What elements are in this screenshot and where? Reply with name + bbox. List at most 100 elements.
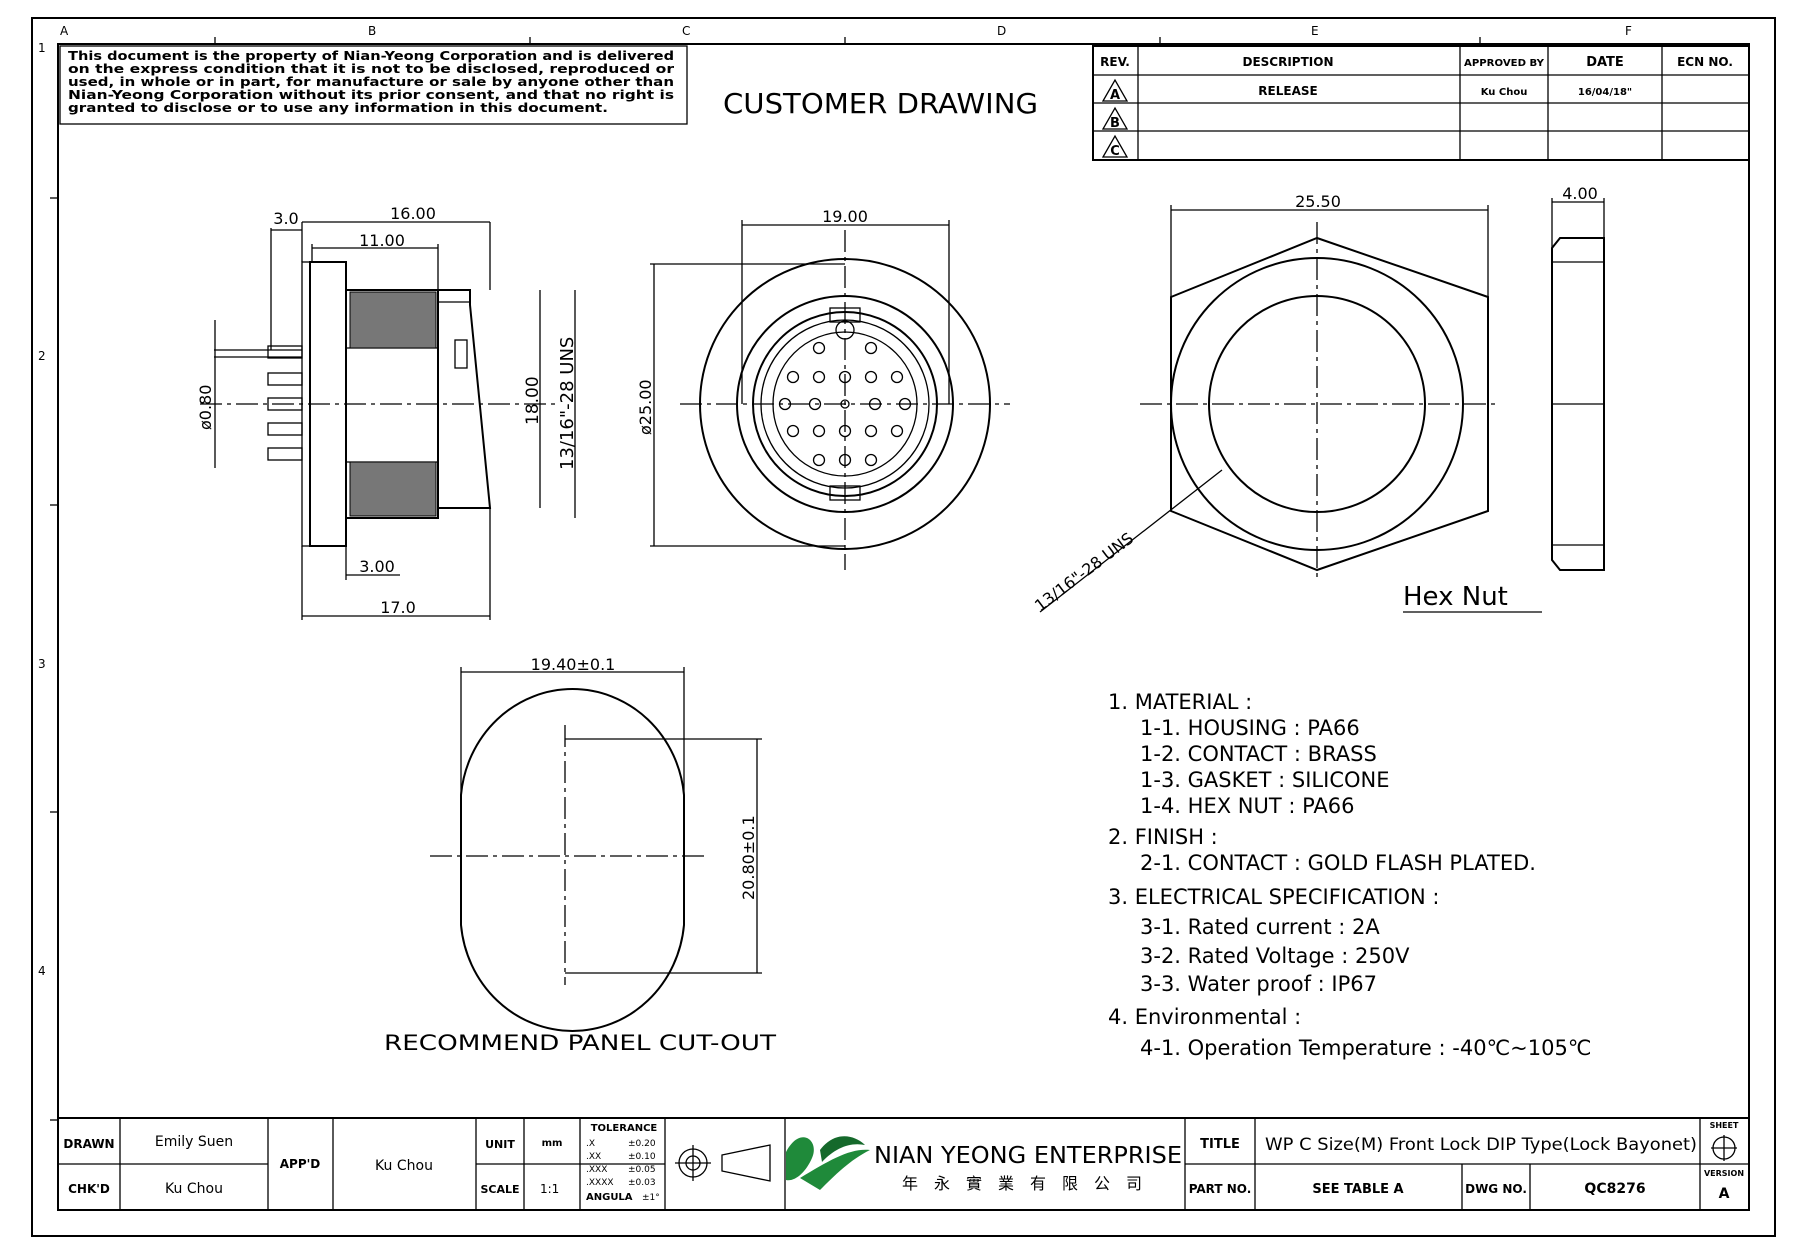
- date-header: DATE: [1586, 55, 1624, 70]
- notice-line-5: granted to disclose or to use any inform…: [68, 101, 608, 115]
- dim-0-80: ø0.80: [196, 385, 215, 430]
- tol-v-2: ±0.05: [628, 1165, 656, 1175]
- note-item: 4-1. Operation Temperature : -40℃~105℃: [1140, 1036, 1591, 1060]
- tol-k-0: .X: [586, 1139, 595, 1149]
- version-label: VERSION: [1704, 1169, 1744, 1178]
- drawn-label: DRAWN: [63, 1137, 114, 1151]
- dim-3-00: 3.00: [359, 557, 395, 576]
- notice-line-4: Nian-Yeong Corporation without its prior…: [68, 88, 674, 102]
- tolerance-title: TOLERANCE: [591, 1123, 658, 1134]
- front-view: 19.00 ø25.00: [636, 207, 1010, 570]
- dim-11-00: 11.00: [359, 231, 405, 250]
- panel-cutout-view: 19.40±0.1 20.80±0.1 RECOMMEND PANEL CUT-…: [384, 655, 776, 1055]
- footer-title-block: DRAWN Emily Suen CHK'D Ku Chou APP'D Ku …: [57, 1117, 1750, 1211]
- company-name-cn: 年 永 實 業 有 限 公 司: [902, 1174, 1142, 1193]
- rev-b: B: [1110, 116, 1120, 131]
- dim-4-00: 4.00: [1562, 184, 1598, 203]
- note-heading: 2. FINISH :: [1108, 825, 1218, 849]
- tol-v-1: ±0.10: [628, 1152, 656, 1162]
- company-name: NIAN YEONG ENTERPRISE: [874, 1143, 1182, 1169]
- pin-hole: [812, 453, 826, 467]
- note-heading: 4. Environmental :: [1108, 1005, 1301, 1029]
- hex-thread-spec: 13/16"-28 UNS: [1031, 529, 1137, 616]
- dwg-no-label: DWG NO.: [1465, 1182, 1527, 1196]
- dim-18-00: 18.00: [523, 376, 543, 425]
- description-header: DESCRIPTION: [1242, 55, 1333, 69]
- note-heading: 1. MATERIAL :: [1108, 690, 1252, 714]
- pin-hole: [898, 397, 912, 411]
- drawn-value: Emily Suen: [155, 1134, 233, 1150]
- contact-pin-holes: [778, 320, 912, 467]
- rev-triangle-c: [1101, 134, 1129, 158]
- cutout-outline: [460, 688, 685, 1032]
- note-item: 1-3. GASKET : SILICONE: [1140, 768, 1390, 792]
- thread-upper: [349, 291, 437, 349]
- dim-25-50: 25.50: [1295, 192, 1341, 211]
- pin-hole: [808, 397, 822, 411]
- rev-header: REV.: [1100, 55, 1130, 69]
- title-value: WP C Size(M) Front Lock DIP Type(Lock Ba…: [1265, 1135, 1697, 1155]
- pin-hole: [864, 424, 878, 438]
- tol-v-4: ±1°: [642, 1193, 660, 1203]
- pin-hole: [812, 370, 826, 384]
- note-item: 3-3. Water proof : IP67: [1140, 972, 1377, 996]
- unit-value: mm: [542, 1138, 563, 1149]
- note-item: 3-2. Rated Voltage : 250V: [1140, 944, 1410, 968]
- rev-a-date: 16/04/18": [1578, 87, 1632, 98]
- note-heading: 3. ELECTRICAL SPECIFICATION :: [1108, 885, 1439, 909]
- grid-row-1: 1: [38, 41, 46, 55]
- version-value: A: [1719, 1186, 1730, 1202]
- rev-triangle-a: [1101, 78, 1129, 102]
- pin-hole: [868, 397, 882, 411]
- tol-k-1: .XX: [586, 1152, 601, 1162]
- grid-zones: A B C D E F 1 2 3 4: [38, 24, 1632, 1121]
- notice-line-1: This document is the property of Nian-Ye…: [68, 49, 674, 63]
- pin-hole: [890, 424, 904, 438]
- thread-lower: [349, 461, 437, 517]
- pin-hole: [838, 453, 852, 467]
- rev-a-approved: Ku Chou: [1481, 87, 1528, 98]
- projection-symbol-icon: [675, 1144, 771, 1182]
- pin-hole: [812, 424, 826, 438]
- pin-hole: [812, 341, 826, 355]
- note-item: 1-4. HEX NUT : PA66: [1140, 794, 1355, 818]
- pin-hole: [786, 424, 800, 438]
- grid-row-3: 3: [38, 657, 46, 671]
- rev-c: C: [1110, 144, 1120, 159]
- grid-row-2: 2: [38, 349, 46, 363]
- scale-value: 1:1: [540, 1182, 559, 1196]
- tol-k-3: .XXXX: [586, 1178, 614, 1188]
- notice-line-2: on the express condition that it is not …: [68, 62, 674, 76]
- rev-a-description: RELEASE: [1258, 84, 1317, 98]
- chkd-label: CHK'D: [68, 1182, 110, 1196]
- note-item: 1-1. HOUSING : PA66: [1140, 716, 1360, 740]
- outer-border: [31, 17, 1776, 1237]
- rev-a: A: [1110, 88, 1120, 103]
- pin-hole: [838, 424, 852, 438]
- grid-col-c: C: [682, 24, 690, 38]
- dim-cutout-width: 19.40±0.1: [531, 655, 616, 674]
- note-item: 3-1. Rated current : 2A: [1140, 915, 1380, 939]
- revision-table: REV. DESCRIPTION APPROVED BY DATE ECN NO…: [1092, 45, 1750, 161]
- ecn-header: ECN NO.: [1677, 55, 1733, 69]
- dim-cutout-height: 20.80±0.1: [739, 815, 758, 900]
- grid-col-d: D: [997, 24, 1006, 38]
- pin-hole: [778, 397, 792, 411]
- rev-triangle-b: [1101, 106, 1129, 130]
- pin-hole: [864, 453, 878, 467]
- panel-cutout-label: RECOMMEND PANEL CUT-OUT: [384, 1031, 776, 1055]
- pin-hole: [864, 341, 878, 355]
- keying-notch: [835, 320, 855, 340]
- sheet-symbol-icon: [1711, 1135, 1737, 1161]
- tol-k-2: .XXX: [586, 1165, 607, 1175]
- pin-hole: [786, 370, 800, 384]
- dim-19-00: 19.00: [822, 207, 868, 226]
- dim-3-0: 3.0: [273, 209, 298, 228]
- sheet-label: SHEET: [1710, 1121, 1739, 1130]
- title-label: TITLE: [1200, 1137, 1240, 1152]
- notice-text: This document is the property of Nian-Ye…: [68, 49, 674, 115]
- tol-v-0: ±0.20: [628, 1139, 656, 1149]
- side-thread-spec: 13/16"-28 UNS: [557, 337, 578, 470]
- note-item: 2-1. CONTACT : GOLD FLASH PLATED.: [1140, 851, 1536, 875]
